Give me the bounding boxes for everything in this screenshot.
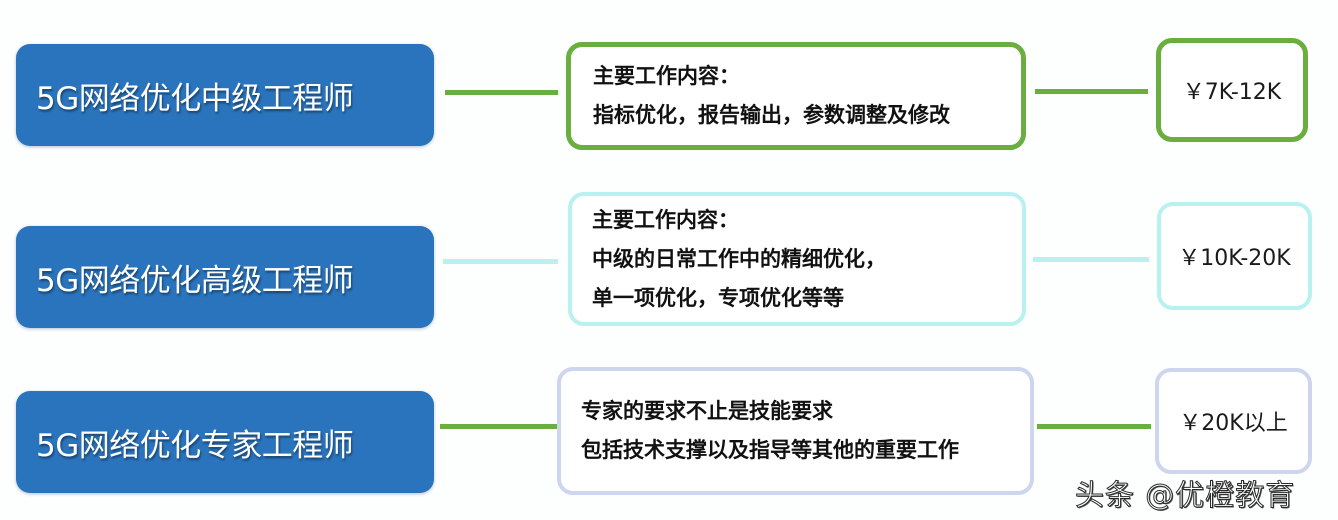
duties-text: 单一项优化，专项优化等等	[592, 285, 844, 310]
connector-line	[440, 424, 557, 429]
connector-line	[1035, 89, 1148, 94]
role-box-expert: 5G网络优化专家工程师	[16, 391, 434, 493]
connector-line	[1037, 424, 1151, 429]
duties-box-expert: 专家的要求不止是技能要求 包括技术支撑以及指导等其他的重要工作	[557, 367, 1034, 495]
duties-heading: 主要工作内容：	[593, 64, 740, 88]
role-box-mid-level: 5G网络优化中级工程师	[16, 44, 434, 146]
salary-value: ￥7K-12K	[1182, 80, 1282, 105]
watermark: 头条 @优橙教育	[1074, 478, 1296, 513]
role-label: 5G网络优化中级工程师	[36, 80, 354, 117]
salary-box-senior: ￥10K-20K	[1157, 202, 1312, 310]
connector-line	[443, 259, 558, 264]
connector-line	[1033, 257, 1149, 262]
duties-text: 包括技术支撑以及指导等其他的重要工作	[581, 438, 959, 462]
salary-value: ￥10K-20K	[1178, 246, 1291, 271]
role-box-senior: 5G网络优化高级工程师	[16, 226, 434, 328]
role-label: 5G网络优化专家工程师	[36, 427, 354, 464]
salary-value: ￥20K以上	[1179, 411, 1288, 436]
duties-heading: 主要工作内容：	[592, 207, 739, 232]
duties-text: 中级的日常工作中的精细优化，	[592, 246, 886, 271]
duties-box-mid-level: 主要工作内容： 指标优化，报告输出，参数调整及修改	[566, 42, 1026, 150]
duties-text: 专家的要求不止是技能要求	[581, 399, 833, 423]
role-label: 5G网络优化高级工程师	[36, 262, 354, 299]
duties-text: 指标优化，报告输出，参数调整及修改	[593, 103, 950, 127]
salary-box-expert: ￥20K以上	[1155, 368, 1312, 474]
salary-box-mid-level: ￥7K-12K	[1156, 38, 1308, 142]
duties-box-senior: 主要工作内容： 中级的日常工作中的精细优化， 单一项优化，专项优化等等	[568, 192, 1026, 326]
connector-line	[445, 90, 558, 95]
